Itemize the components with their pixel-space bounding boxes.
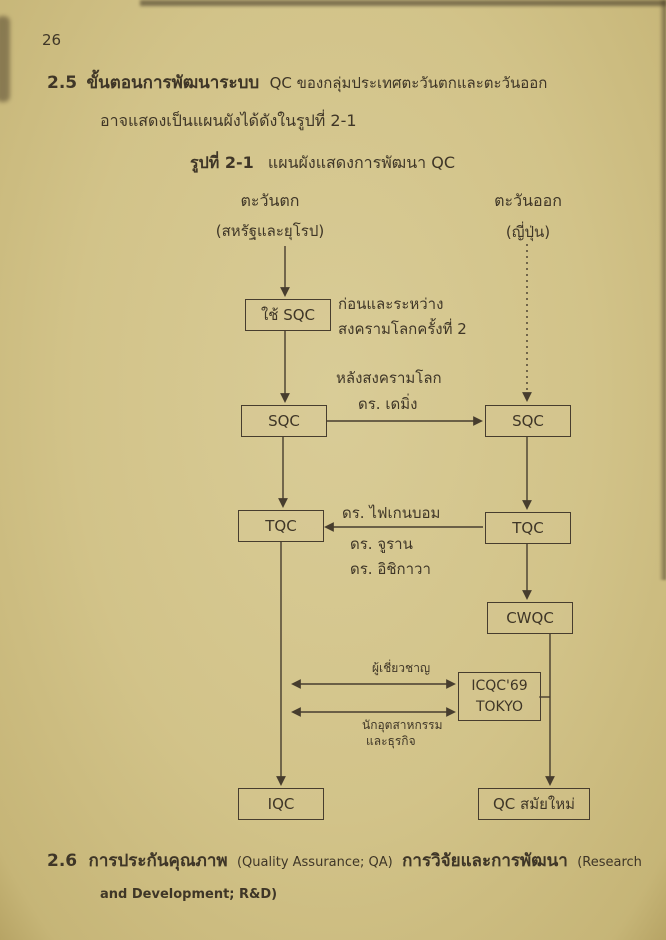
section-2-6-title1: การประกันคุณภาพ bbox=[88, 851, 228, 871]
box-icqc-tokyo: ICQC'69 TOKYO bbox=[458, 672, 541, 721]
annotation-dr-feigenbaum: ดร. ไฟเกนบอม bbox=[342, 504, 441, 522]
icqc-line2: TOKYO bbox=[475, 698, 524, 715]
section-2-5-title-rest: QC ของกลุ่มประเทศตะวันตกและตะวันออก bbox=[269, 74, 548, 92]
annotation-industrialists-line1: นักอุตสาหกรรม bbox=[362, 718, 443, 732]
scan-edge-top bbox=[140, 0, 666, 6]
box-tqc-west: TQC bbox=[238, 510, 324, 542]
column-west-subtitle: (สหรัฐและยุโรป) bbox=[215, 222, 325, 240]
figure-caption-text: แผนผังแสดงการพัฒนา QC bbox=[267, 153, 456, 172]
section-2-6-title2: การวิจัยและการพัฒนา bbox=[402, 851, 568, 871]
section-2-5-heading: 2.5 ขั้นตอนการพัฒนาระบบ QC ของกลุ่มประเท… bbox=[47, 72, 547, 95]
section-2-6-paren1: (Quality Assurance; QA) bbox=[236, 855, 393, 870]
annotation-dr-juran: ดร. จูราน bbox=[350, 535, 413, 553]
icqc-line1: ICQC'69 bbox=[471, 678, 528, 695]
annotation-dr-deming: ดร. เดมิ่ง bbox=[358, 395, 418, 413]
annotation-prewar-line2: สงครามโลกครั้งที่ 2 bbox=[338, 320, 467, 338]
scan-edge-right bbox=[659, 0, 666, 580]
section-2-6-heading: 2.6 การประกันคุณภาพ (Quality Assurance; … bbox=[47, 850, 642, 873]
box-tqc-east: TQC bbox=[485, 512, 571, 544]
annotation-industrialists-line2: และธุรกิจ bbox=[366, 734, 416, 748]
annotation-experts: ผู้เชี่ยวชาญ bbox=[372, 661, 431, 675]
section-2-5-title-thai: ขั้นตอนการพัฒนาระบบ bbox=[86, 73, 260, 93]
column-east-title: ตะวันออก bbox=[494, 191, 562, 210]
box-cwqc: CWQC bbox=[487, 602, 573, 634]
box-qc-modern: QC สมัยใหม่ bbox=[478, 788, 590, 820]
section-2-6-number: 2.6 bbox=[47, 851, 78, 871]
annotation-dr-ishikawa: ดร. อิชิกาวา bbox=[350, 560, 431, 578]
section-2-6-line2: and Development; R&D) bbox=[100, 887, 278, 902]
page-number: 26 bbox=[42, 31, 62, 49]
figure-caption-number: รูปที่ 2-1 bbox=[190, 153, 254, 172]
section-2-6-paren2: (Research bbox=[577, 855, 642, 870]
annotation-prewar-line1: ก่อนและระหว่าง bbox=[338, 295, 444, 313]
scan-blotch bbox=[0, 16, 10, 102]
box-iqc: IQC bbox=[238, 788, 324, 820]
annotation-postwar: หลังสงครามโลก bbox=[336, 369, 442, 387]
column-east-subtitle: (ญี่ปุ่น) bbox=[505, 223, 551, 241]
box-use-sqc: ใช้ SQC bbox=[245, 299, 331, 331]
figure-caption: รูปที่ 2-1 แผนผังแสดงการพัฒนา QC bbox=[190, 152, 455, 174]
box-sqc-west: SQC bbox=[241, 405, 327, 437]
section-2-5-number: 2.5 bbox=[47, 73, 78, 93]
box-sqc-east: SQC bbox=[485, 405, 571, 437]
section-2-5-line2: อาจแสดงเป็นแผนผังได้ดังในรูปที่ 2-1 bbox=[100, 111, 357, 130]
column-west-title: ตะวันตก bbox=[240, 191, 300, 210]
